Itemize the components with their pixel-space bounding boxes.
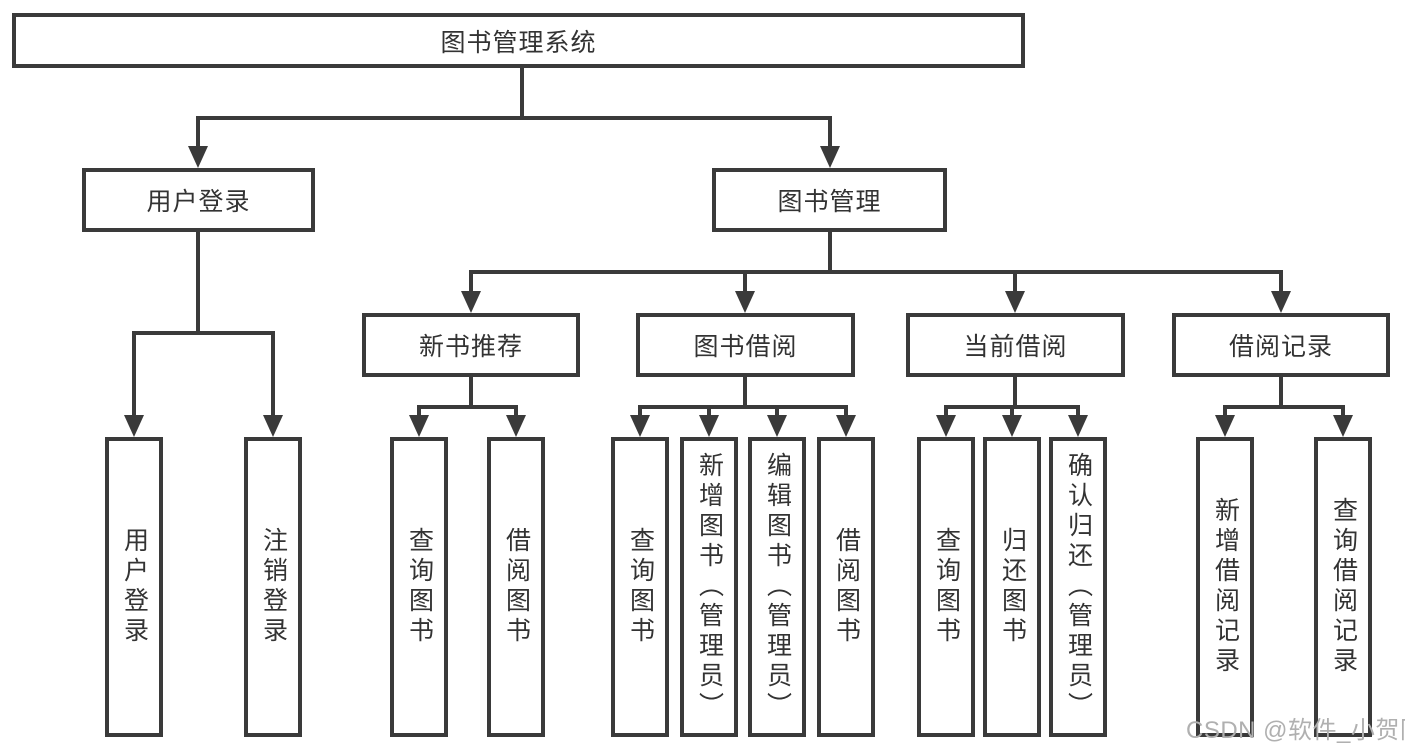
node-user-login: 用户登录 <box>82 168 315 232</box>
leaf-borrow-borrow-books: 借阅图书 <box>817 437 875 737</box>
connector-bar <box>132 331 275 335</box>
connector-arrow-shaft <box>1341 405 1345 417</box>
node-book-management: 图书管理 <box>712 168 947 232</box>
connector-arrow-shaft <box>271 331 275 417</box>
connector-arrow-shaft <box>1076 405 1080 417</box>
connector-arrow-shaft <box>196 116 200 148</box>
node-new-book-recommend: 新书推荐 <box>362 313 580 377</box>
leaf-recommend-query-books-label: 查询图书 <box>405 527 434 647</box>
leaf-current-confirm-return-admin: 确认归还（管理员） <box>1049 437 1107 737</box>
leaf-recommend-borrow-books-label: 借阅图书 <box>502 527 531 647</box>
arrowhead-icon <box>936 415 956 437</box>
connector-arrow-shaft <box>638 405 642 417</box>
connector-arrow-shaft <box>469 270 473 293</box>
connector-arrow-shaft <box>828 116 832 148</box>
node-current-borrow: 当前借阅 <box>906 313 1125 377</box>
csdn-watermark: CSDN @软件_小贺同学 <box>1186 717 1405 744</box>
node-book-borrow: 图书借阅 <box>636 313 855 377</box>
connector-bar <box>1223 405 1345 409</box>
arrowhead-icon <box>1002 415 1022 437</box>
leaf-current-return-books: 归还图书 <box>983 437 1041 737</box>
node-borrow-records: 借阅记录 <box>1172 313 1390 377</box>
connector-stem <box>1279 375 1283 409</box>
node-root-library-system: 图书管理系统 <box>12 13 1025 68</box>
leaf-current-return-books-label: 归还图书 <box>998 527 1027 647</box>
arrowhead-icon <box>1215 415 1235 437</box>
arrowhead-icon <box>461 291 481 313</box>
connector-arrow-shaft <box>844 405 848 417</box>
leaf-user-login: 用户登录 <box>105 437 163 737</box>
connector-bar <box>638 405 848 409</box>
arrowhead-icon <box>263 415 283 437</box>
leaf-recommend-borrow-books: 借阅图书 <box>487 437 545 737</box>
connector-arrow-shaft <box>1279 270 1283 293</box>
connector-bar <box>417 405 518 409</box>
leaf-borrow-query-books: 查询图书 <box>611 437 669 737</box>
connector-arrow-shaft <box>1223 405 1227 417</box>
leaf-records-query-record: 查询借阅记录 <box>1314 437 1372 737</box>
arrowhead-icon <box>735 291 755 313</box>
leaf-records-add-record-label: 新增借阅记录 <box>1211 497 1240 677</box>
connector-arrow-shaft <box>775 405 779 417</box>
arrowhead-icon <box>409 415 429 437</box>
connector-stem <box>196 230 200 335</box>
arrowhead-icon <box>699 415 719 437</box>
connector-arrow-shaft <box>743 270 747 293</box>
connector-bar <box>469 270 1283 274</box>
connector-stem <box>743 375 747 409</box>
arrowhead-icon <box>836 415 856 437</box>
leaf-user-login-label: 用户登录 <box>120 527 149 647</box>
leaf-borrow-query-books-label: 查询图书 <box>626 527 655 647</box>
connector-bar <box>196 116 832 120</box>
connector-arrow-shaft <box>417 405 421 417</box>
connector-arrow-shaft <box>132 331 136 417</box>
leaf-borrow-borrow-books-label: 借阅图书 <box>832 527 861 647</box>
leaf-recommend-query-books: 查询图书 <box>390 437 448 737</box>
leaf-borrow-add-books-admin-label: 新增图书（管理员） <box>695 452 724 722</box>
arrowhead-icon <box>820 146 840 168</box>
connector-arrow-shaft <box>514 405 518 417</box>
leaf-current-query-books: 查询图书 <box>917 437 975 737</box>
connector-stem <box>1013 375 1017 409</box>
leaf-current-confirm-return-admin-label: 确认归还（管理员） <box>1064 452 1093 722</box>
connector-stem <box>469 375 473 409</box>
arrowhead-icon <box>506 415 526 437</box>
arrowhead-icon <box>1068 415 1088 437</box>
leaf-borrow-edit-books-admin: 编辑图书（管理员） <box>748 437 806 737</box>
connector-arrow-shaft <box>944 405 948 417</box>
leaf-borrow-add-books-admin: 新增图书（管理员） <box>680 437 738 737</box>
leaf-records-add-record: 新增借阅记录 <box>1196 437 1254 737</box>
connector-stem <box>520 66 524 120</box>
connector-arrow-shaft <box>1013 270 1017 293</box>
leaf-current-query-books-label: 查询图书 <box>932 527 961 647</box>
arrowhead-icon <box>124 415 144 437</box>
arrowhead-icon <box>630 415 650 437</box>
leaf-borrow-edit-books-admin-label: 编辑图书（管理员） <box>763 452 792 722</box>
arrowhead-icon <box>188 146 208 168</box>
arrowhead-icon <box>1333 415 1353 437</box>
arrowhead-icon <box>1271 291 1291 313</box>
leaf-records-query-record-label: 查询借阅记录 <box>1329 497 1358 677</box>
leaf-logout: 注销登录 <box>244 437 302 737</box>
connector-stem <box>828 230 832 274</box>
arrowhead-icon <box>1005 291 1025 313</box>
arrowhead-icon <box>767 415 787 437</box>
connector-arrow-shaft <box>1010 405 1014 417</box>
leaf-logout-label: 注销登录 <box>259 527 288 647</box>
connector-arrow-shaft <box>707 405 711 417</box>
